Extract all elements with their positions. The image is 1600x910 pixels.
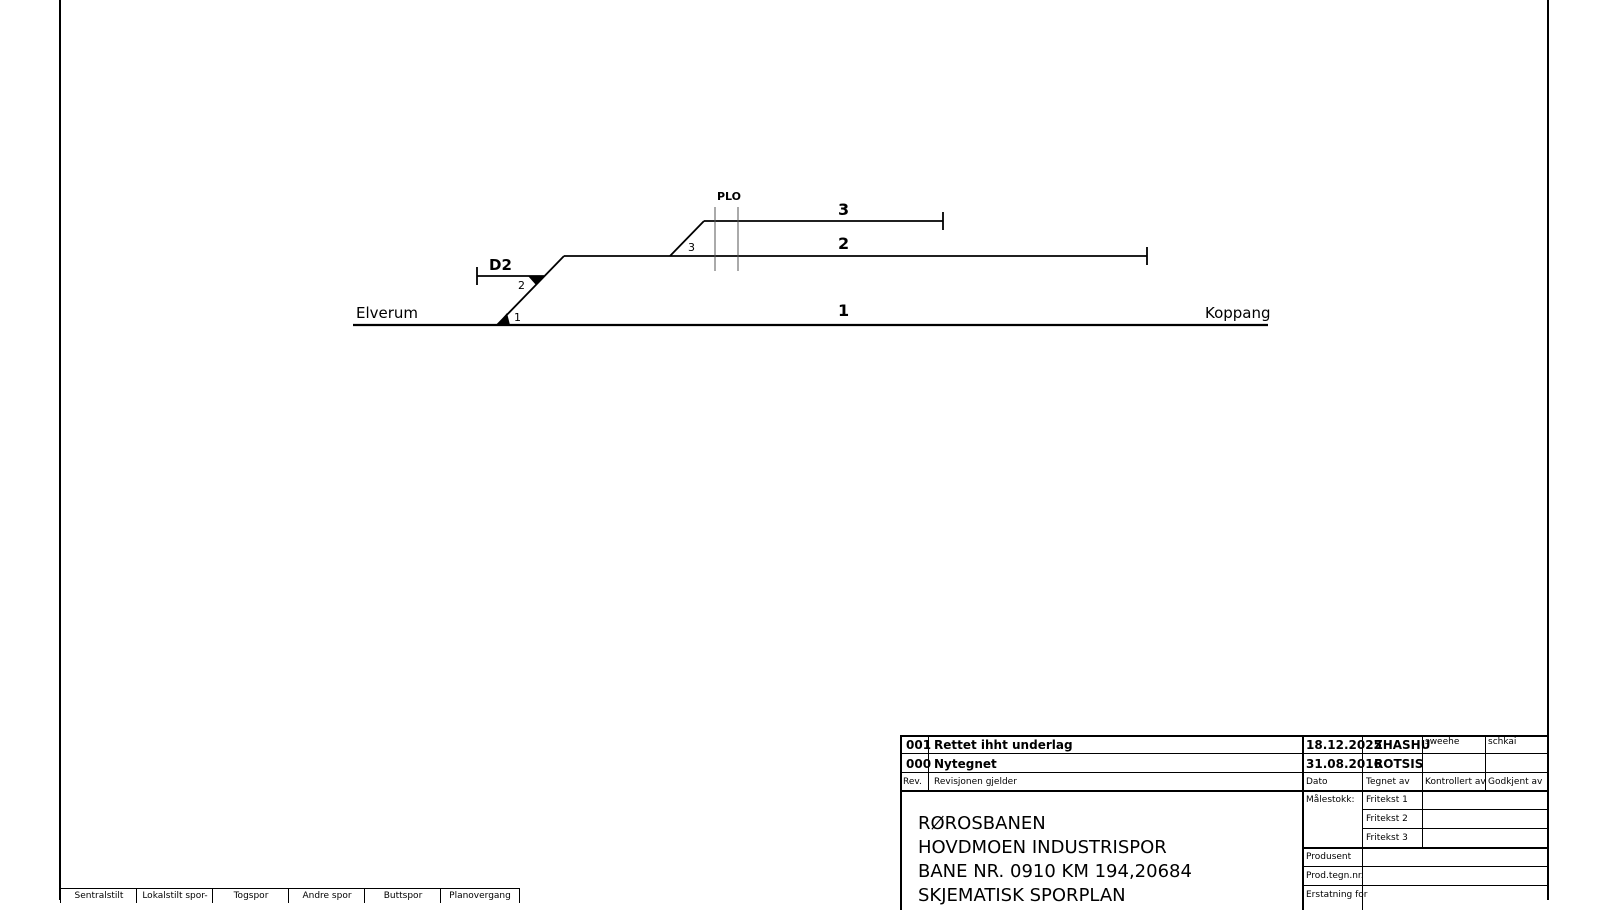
switch-3-label: 3: [688, 241, 695, 254]
legend-strip: Sentralstilt Lokalstilt spor- Togspor An…: [60, 888, 520, 903]
track-3-label: 3: [838, 200, 849, 219]
crossover-diagonal: [496, 255, 565, 326]
legend-item: Andre spor: [288, 888, 365, 903]
free-text-2: Fritekst 2: [1366, 814, 1408, 824]
track-2-label: 2: [838, 234, 849, 253]
legend-item: Togspor: [212, 888, 289, 903]
header-revision-text: Revisjonen gjelder: [934, 777, 1017, 787]
header-checked-by: Kontrollert av: [1425, 777, 1486, 787]
scale-field: Målestokk:: [1306, 795, 1355, 805]
signature-1: sweehe: [1425, 737, 1460, 747]
d2-label: D2: [489, 256, 512, 274]
track-3-diagonal: [669, 220, 705, 257]
rev-000-date: 31.08.2016: [1306, 757, 1382, 771]
switch-1-marker: [497, 313, 510, 325]
header-date: Dato: [1306, 777, 1328, 787]
switch-2-marker: [528, 276, 544, 285]
title-line-2: HOVDMOEN INDUSTRISPOR: [918, 837, 1167, 858]
title-block: 001 Rettet ihht underlag 18.12.2025 ZHAS…: [900, 735, 1548, 910]
producer-field: Produsent: [1306, 852, 1352, 862]
switch-1-label: 1: [514, 311, 521, 324]
header-drawn-by: Tegnet av: [1366, 777, 1410, 787]
free-text-1: Fritekst 1: [1366, 795, 1408, 805]
track-1-label: 1: [838, 301, 849, 320]
station-west-label: Elverum: [356, 304, 418, 322]
title-line-3: BANE NR. 0910 KM 194,20684: [918, 861, 1192, 882]
legend-item: Sentralstilt: [60, 888, 137, 903]
legend-item: Buttspor: [364, 888, 441, 903]
rev-000-number: 000: [906, 757, 932, 771]
rev-001-drawn-by: ZHASHU: [1374, 738, 1431, 752]
header-rev: Rev.: [903, 777, 922, 787]
plo-label: PLO: [717, 190, 741, 203]
replacement-field: Erstatning for: [1306, 890, 1368, 900]
rev-001-text: Rettet ihht underlag: [934, 738, 1073, 752]
rev-000-drawn-by: ROTSIS: [1374, 757, 1424, 771]
switch-2-label: 2: [518, 279, 525, 292]
signature-2: schkai: [1488, 737, 1517, 747]
prod-drawing-number-field: Prod.tegn.nr.: [1306, 871, 1364, 881]
rev-001-date: 18.12.2025: [1306, 738, 1382, 752]
legend-item: Planovergang: [440, 888, 520, 903]
station-east-label: Koppang: [1205, 304, 1271, 322]
title-line-1: RØROSBANEN: [918, 813, 1046, 834]
rev-001-number: 001: [906, 738, 932, 752]
free-text-3: Fritekst 3: [1366, 833, 1408, 843]
rev-000-text: Nytegnet: [934, 757, 997, 771]
header-approved-by: Godkjent av: [1488, 777, 1543, 787]
legend-item: Lokalstilt spor-: [136, 888, 213, 903]
title-line-4: SKJEMATISK SPORPLAN: [918, 885, 1126, 906]
